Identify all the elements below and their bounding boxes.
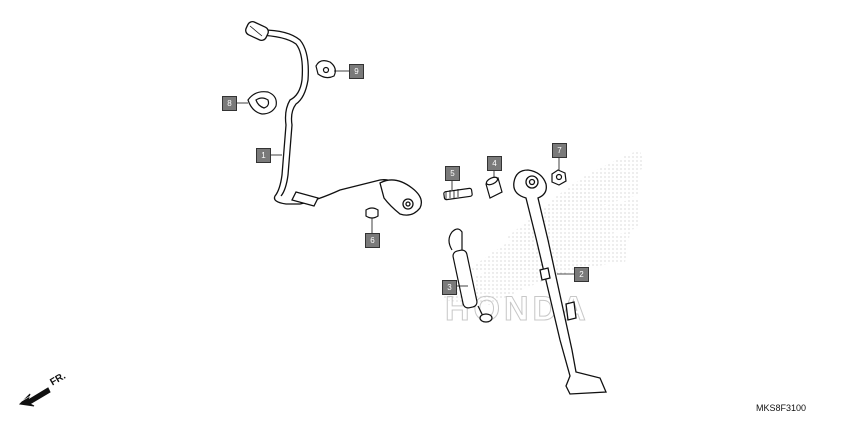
harness-clip [315, 60, 336, 79]
diagram-code: MKS8F3100 [756, 403, 807, 413]
pivot-collar [485, 176, 503, 199]
pivot-bolt [443, 187, 473, 201]
callout-1[interactable]: 1 [256, 148, 271, 163]
harness-clamp [247, 91, 277, 115]
callout-2[interactable]: 2 [574, 267, 589, 282]
callout-3[interactable]: 3 [442, 280, 457, 295]
callout-7[interactable]: 7 [552, 143, 567, 158]
side-stand [513, 169, 607, 395]
callout-6[interactable]: 6 [365, 233, 380, 248]
side-stand-switch-harness [245, 21, 423, 216]
callout-4[interactable]: 4 [487, 156, 502, 171]
pivot-nut [551, 169, 567, 186]
callout-5[interactable]: 5 [445, 166, 460, 181]
callout-9[interactable]: 9 [349, 64, 364, 79]
callout-8[interactable]: 8 [222, 96, 237, 111]
front-direction-arrow [18, 385, 51, 407]
switch-bolt [365, 207, 379, 219]
side-stand-spring [448, 228, 493, 323]
